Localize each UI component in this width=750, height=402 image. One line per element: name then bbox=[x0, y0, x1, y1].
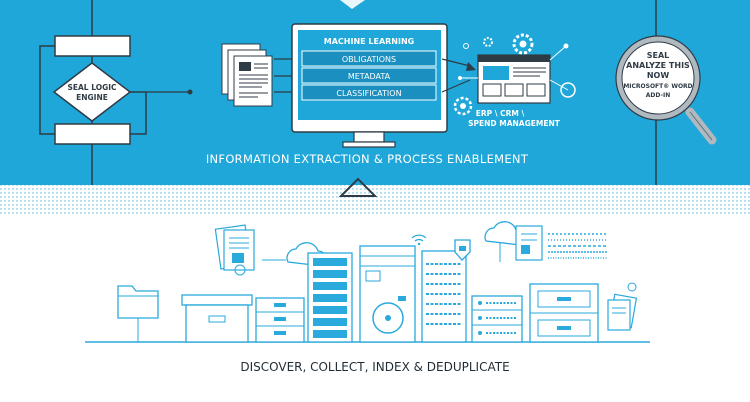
server-tower-icon bbox=[359, 245, 416, 343]
flowchart: SEAL LOGIC ENGINE bbox=[39, 35, 193, 145]
ml-row-classification bbox=[301, 84, 437, 101]
file-cabinet-icon bbox=[255, 297, 305, 343]
flowchart-decision-diamond bbox=[52, 62, 132, 122]
server-rack-icon bbox=[471, 295, 523, 343]
ml-title: MACHINE LEARNING bbox=[324, 37, 415, 46]
dotted-transition bbox=[0, 185, 750, 215]
network-icon bbox=[458, 43, 576, 98]
erp-label-line2: SPEND MANAGEMENT bbox=[468, 119, 561, 128]
flowchart-bottom-box bbox=[54, 123, 131, 145]
folder-icon bbox=[117, 285, 159, 342]
decision-label-line1: SEAL LOGIC bbox=[67, 83, 117, 92]
document-stack-icon bbox=[221, 43, 273, 107]
erp-label-line1: ERP \ CRM \ bbox=[476, 109, 525, 118]
ml-row-obligations bbox=[301, 50, 437, 67]
ml-row-metadata bbox=[301, 67, 437, 84]
bottom-caption: DISCOVER, COLLECT, INDEX & DEDUPLICATE bbox=[240, 360, 509, 374]
shield-icon bbox=[454, 239, 471, 261]
magnifier-line1: SEAL bbox=[647, 51, 670, 60]
gear-icon bbox=[483, 37, 493, 47]
archive-box-icon bbox=[181, 294, 253, 343]
gear-icon bbox=[453, 96, 473, 116]
magnifier-line2: ANALYZE THIS bbox=[626, 61, 690, 70]
erp-illustration: ERP \ CRM \ SPEND MANAGEMENT bbox=[453, 33, 576, 128]
file-cabinet-icon bbox=[529, 283, 599, 343]
magnifier-line4: MICROSOFT® WORD bbox=[623, 83, 692, 90]
document-stack-icon bbox=[214, 224, 255, 276]
gear-icon bbox=[512, 33, 534, 55]
top-notch bbox=[340, 0, 365, 9]
top-caption: INFORMATION EXTRACTION & PROCESS ENABLEM… bbox=[206, 152, 529, 166]
monitor-icon: MACHINE LEARNING OBLIGATIONS METADATA CL… bbox=[291, 23, 448, 148]
binary-data-icon bbox=[548, 233, 608, 259]
server-rack-icon bbox=[307, 252, 353, 343]
paper-stack-icon bbox=[607, 282, 638, 331]
server-rack-icon bbox=[421, 250, 467, 343]
flowchart-top-box bbox=[54, 35, 131, 57]
magnifier-line5: ADD-IN bbox=[646, 92, 670, 99]
magnifier-line3: NOW bbox=[647, 71, 669, 80]
ml-row-label: METADATA bbox=[348, 72, 391, 81]
ml-row-label: OBLIGATIONS bbox=[342, 55, 396, 64]
ml-row-label: CLASSIFICATION bbox=[336, 89, 401, 98]
magnifier-icon: SEAL ANALYZE THIS NOW MICROSOFT® WORD AD… bbox=[615, 35, 717, 145]
arrow-up-icon bbox=[338, 177, 378, 197]
decision-label-line2: ENGINE bbox=[76, 93, 108, 102]
ml-to-erp-arrows bbox=[441, 58, 476, 93]
wifi-icon bbox=[411, 234, 427, 246]
document-icon bbox=[515, 225, 543, 261]
